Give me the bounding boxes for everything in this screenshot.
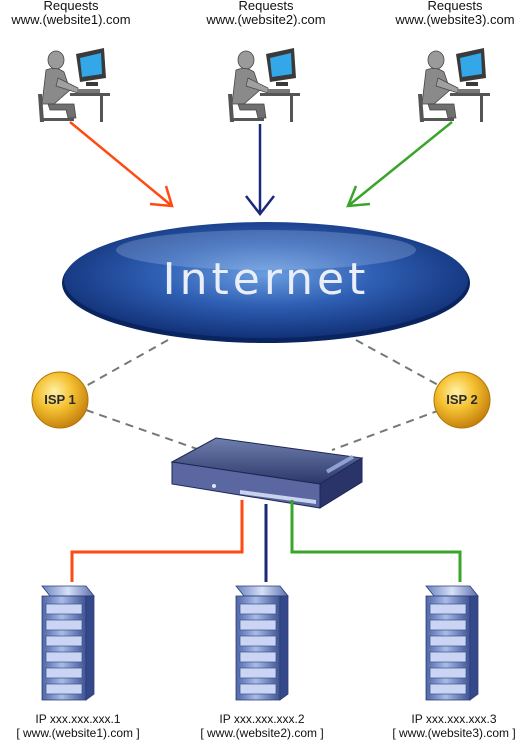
request-url: www.(website1).com: [11, 12, 131, 27]
server-ip: IP xxx.xxx.xxx.3: [411, 712, 497, 726]
server-label-3: IP xxx.xxx.xxx.3 [ www.(website3).com ]: [376, 712, 532, 740]
server-url: [ www.(website1).com ]: [16, 726, 140, 740]
request-label-2: Requests www.(website2).com: [186, 0, 346, 27]
server-url: [ www.(website2).com ]: [200, 726, 324, 740]
request-label-3: Requests www.(website3).com: [378, 0, 532, 27]
server-label-2: IP xxx.xxx.xxx.2 [ www.(website2).com ]: [184, 712, 340, 740]
server-ip: IP xxx.xxx.xxx.2: [219, 712, 305, 726]
request-arrow-1: [69, 121, 174, 208]
router-icon: [170, 437, 364, 509]
user-at-computer-icon: [37, 47, 111, 123]
request-arrow-3: [346, 121, 453, 208]
request-title: Requests: [43, 0, 99, 13]
server-icon: [41, 585, 95, 701]
request-title: Requests: [238, 0, 294, 13]
isp-1-node: [31, 371, 89, 429]
isp-links: [85, 339, 441, 451]
isp-2-label: ISP 2: [446, 392, 478, 407]
internet-cloud: [62, 222, 470, 343]
server-label-1: IP xxx.xxx.xxx.1 [ www.(website1).com ]: [0, 712, 156, 740]
request-title: Requests: [427, 0, 483, 13]
internet-label: Internet: [162, 254, 370, 305]
request-label-1: Requests www.(website1).com: [0, 0, 142, 27]
user-at-computer-icon: [417, 47, 491, 123]
isp-2-node: [433, 371, 491, 429]
server-icon: [425, 585, 479, 701]
user-at-computer-icon: [227, 47, 301, 123]
server-links: [70, 500, 462, 582]
request-arrow-2: [245, 124, 275, 217]
isp-1-label: ISP 1: [44, 392, 76, 407]
server-ip: IP xxx.xxx.xxx.1: [35, 712, 121, 726]
request-url: www.(website2).com: [206, 12, 326, 27]
server-url: [ www.(website3).com ]: [392, 726, 516, 740]
server-icon: [235, 585, 289, 701]
request-url: www.(website3).com: [395, 12, 515, 27]
